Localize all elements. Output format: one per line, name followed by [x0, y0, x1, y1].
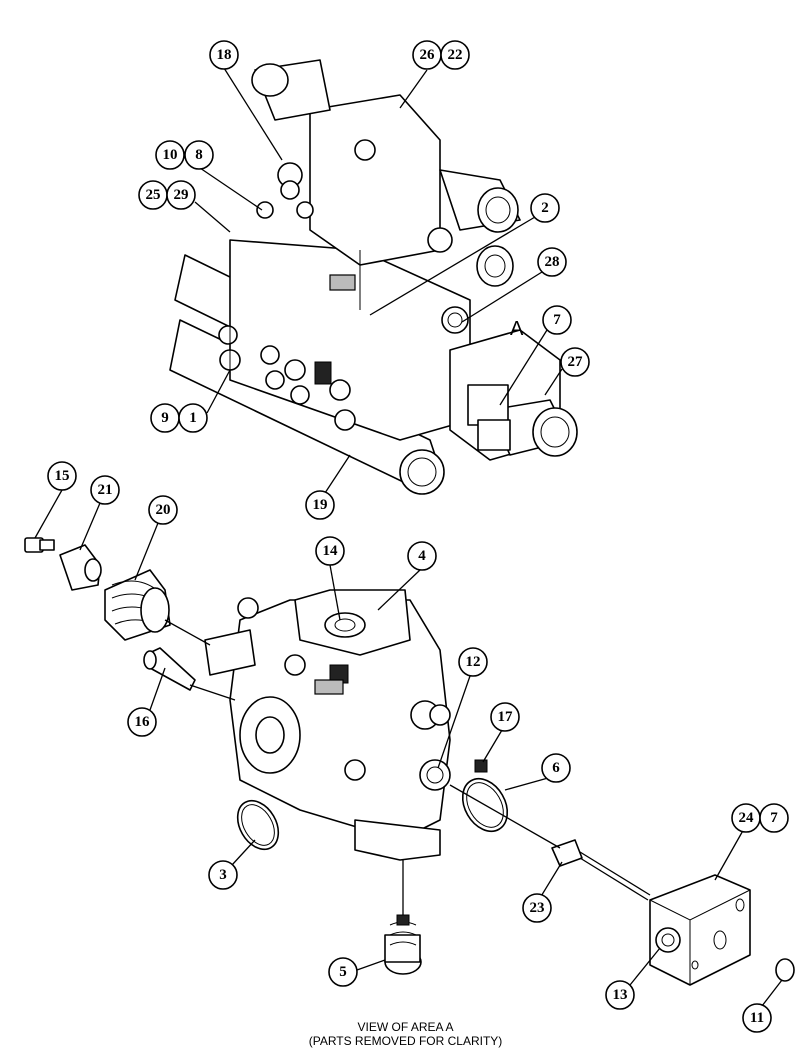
svg-text:14: 14 — [323, 543, 339, 559]
svg-text:4: 4 — [418, 548, 426, 564]
part-20-spring — [104, 569, 171, 641]
caption-line-2: (PARTS REMOVED FOR CLARITY) — [308, 1034, 503, 1048]
callouts: 18 26 22 10 8 25 29 2 28 7 27 9 1 19 15 … — [47, 40, 789, 1033]
callout-25: 25 — [138, 180, 168, 210]
callout-28: 28 — [537, 247, 567, 277]
svg-text:26: 26 — [420, 47, 436, 63]
svg-text:5: 5 — [339, 964, 347, 980]
callout-1: 1 — [178, 403, 208, 433]
svg-text:23: 23 — [530, 900, 545, 916]
explosion-lines — [164, 619, 561, 915]
svg-text:8: 8 — [195, 147, 203, 163]
callout-7-bottom: 7 — [759, 803, 789, 833]
callout-21: 21 — [90, 475, 120, 505]
leader-lines — [34, 67, 783, 1007]
svg-text:10: 10 — [163, 147, 178, 163]
svg-text:18: 18 — [217, 47, 232, 63]
svg-text:3: 3 — [219, 867, 227, 883]
svg-text:13: 13 — [613, 987, 628, 1003]
svg-text:7: 7 — [553, 312, 561, 328]
callout-22: 22 — [440, 40, 470, 70]
area-label: A — [510, 318, 524, 340]
svg-text:24: 24 — [739, 810, 755, 826]
svg-text:6: 6 — [552, 760, 560, 776]
svg-text:12: 12 — [466, 654, 481, 670]
part-5-plug — [384, 914, 422, 975]
callout-13: 13 — [605, 980, 635, 1010]
callout-19: 19 — [305, 490, 335, 520]
svg-text:17: 17 — [498, 709, 514, 725]
callout-8: 8 — [184, 140, 214, 170]
callout-29: 29 — [166, 180, 196, 210]
svg-text:7: 7 — [770, 810, 778, 826]
part-3-o-ring — [236, 799, 280, 851]
callout-24: 24 — [731, 803, 761, 833]
part-11-o-ring — [775, 958, 795, 982]
svg-text:16: 16 — [135, 714, 151, 730]
exploded-components — [24, 537, 795, 986]
part-16-pin — [143, 647, 196, 691]
upper-valve-assembly — [169, 59, 578, 495]
svg-text:15: 15 — [55, 468, 70, 484]
callout-18: 18 — [209, 40, 239, 70]
part-24-block — [649, 874, 751, 986]
callout-3: 3 — [208, 860, 238, 890]
callout-26: 26 — [412, 40, 442, 70]
callout-23: 23 — [522, 893, 552, 923]
callout-6: 6 — [541, 753, 571, 783]
svg-text:27: 27 — [568, 354, 584, 370]
callout-9: 9 — [150, 403, 180, 433]
svg-text:1: 1 — [189, 410, 197, 426]
svg-text:21: 21 — [98, 482, 113, 498]
svg-text:29: 29 — [174, 187, 189, 203]
svg-text:11: 11 — [750, 1010, 764, 1026]
callout-7-top: 7 — [542, 305, 572, 335]
svg-text:25: 25 — [146, 187, 161, 203]
callout-17: 17 — [490, 702, 520, 732]
callout-4: 4 — [407, 541, 437, 571]
part-17-plug — [474, 759, 488, 773]
callout-15: 15 — [47, 461, 77, 491]
svg-text:28: 28 — [545, 254, 560, 270]
svg-text:19: 19 — [313, 497, 328, 513]
callout-14: 14 — [315, 536, 345, 566]
callout-2: 2 — [530, 193, 560, 223]
callout-12: 12 — [458, 647, 488, 677]
callout-11: 11 — [742, 1003, 772, 1033]
part-15-bolt — [24, 537, 55, 553]
part-21-collar — [59, 544, 102, 591]
svg-text:9: 9 — [161, 410, 169, 426]
callout-10: 10 — [155, 140, 185, 170]
callout-20: 20 — [148, 495, 178, 525]
callout-27: 27 — [560, 347, 590, 377]
svg-text:22: 22 — [448, 47, 463, 63]
svg-text:20: 20 — [156, 502, 171, 518]
svg-text:2: 2 — [541, 200, 549, 216]
part-23-sensor — [551, 839, 651, 901]
lower-valve-assembly — [204, 589, 451, 861]
caption-line-1: VIEW OF AREA A — [357, 1020, 454, 1034]
callout-5: 5 — [328, 957, 358, 987]
callout-16: 16 — [127, 707, 157, 737]
